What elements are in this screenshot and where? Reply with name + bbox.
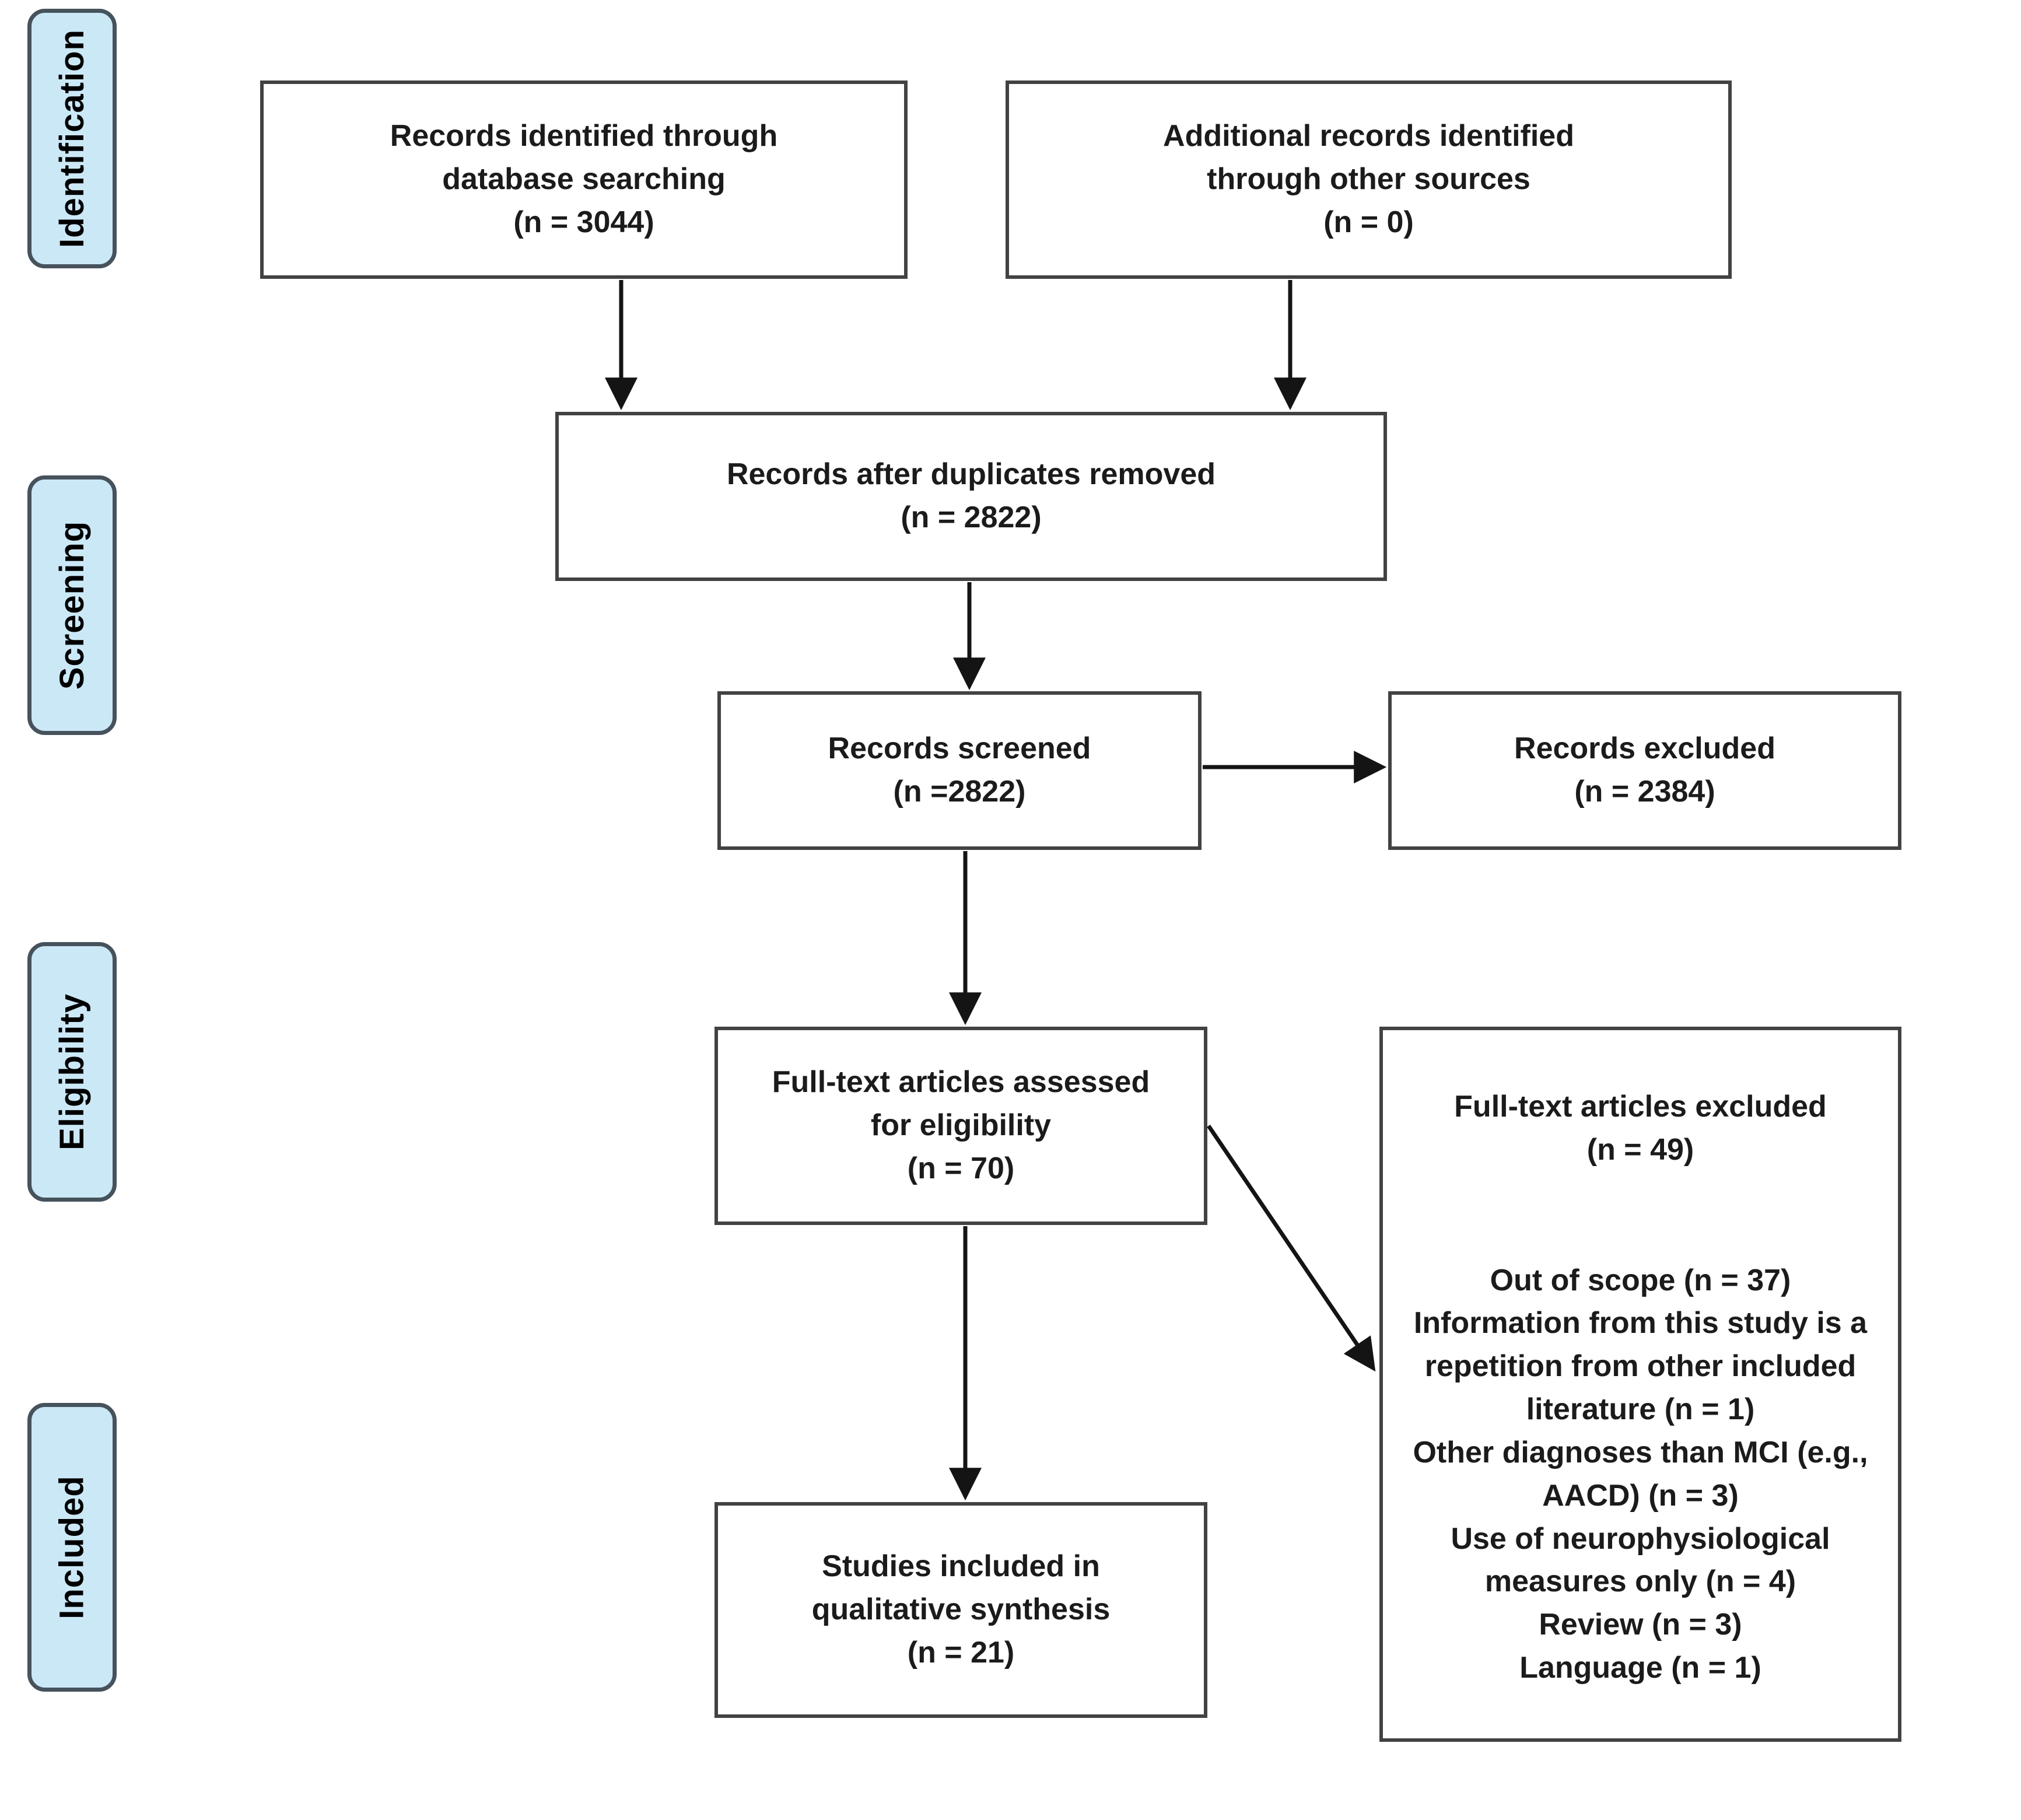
box-after-duplicates: Records after duplicates removed (n = 28… — [555, 412, 1387, 581]
box-studies-included-line2: qualitative synthesis — [811, 1592, 1111, 1627]
box-studies-included-line1: Studies included in — [822, 1549, 1100, 1584]
stage-included: Included — [27, 1403, 117, 1692]
box-additional-records-count: (n = 0) — [1323, 205, 1414, 239]
box-records-screened: Records screened (n =2822) — [717, 691, 1202, 850]
box-records-identified-line1: Records identified through — [390, 119, 778, 153]
box-studies-included-count: (n = 21) — [907, 1635, 1015, 1670]
box-after-duplicates-count: (n = 2822) — [901, 501, 1042, 534]
exclusion-reason: Review (n = 3) — [1539, 1608, 1742, 1642]
box-additional-records: Additional records identified through ot… — [1006, 80, 1732, 279]
box-after-duplicates-line1: Records after duplicates removed — [726, 457, 1216, 492]
arrow-fulltext-to-excluded — [1207, 1125, 1376, 1372]
box-additional-records-line2: through other sources — [1207, 162, 1530, 197]
box-fulltext-assessed-count: (n = 70) — [907, 1151, 1015, 1185]
box-studies-included: Studies included in qualitative synthesi… — [714, 1502, 1207, 1718]
box-records-identified-line2: database searching — [442, 162, 726, 197]
box-fulltext-excluded: Full-text articles excluded (n = 49) Out… — [1379, 1027, 1901, 1742]
box-records-excluded-line1: Records excluded — [1514, 732, 1775, 766]
box-records-screened-count: (n =2822) — [893, 775, 1026, 808]
box-additional-records-line1: Additional records identified — [1163, 119, 1574, 153]
stage-identification: Identification — [27, 9, 117, 268]
box-records-identified-count: (n = 3044) — [513, 205, 654, 239]
exclusion-reason: Other diagnoses than MCI (e.g., AACD) (n… — [1413, 1435, 1868, 1513]
box-fulltext-excluded-count: (n = 49) — [1586, 1132, 1694, 1167]
box-records-identified: Records identified through database sear… — [260, 80, 908, 279]
box-fulltext-assessed-line1: Full-text articles assessed — [772, 1065, 1150, 1100]
stage-screening: Screening — [27, 475, 117, 735]
exclusion-reason: Information from this study is a repetit… — [1413, 1306, 1868, 1427]
box-records-excluded: Records excluded (n = 2384) — [1388, 691, 1901, 850]
exclusion-reason: Out of scope (n = 37) — [1490, 1263, 1791, 1297]
box-fulltext-excluded-title: Full-text articles excluded — [1454, 1090, 1827, 1124]
exclusion-reasons-list: Out of scope (n = 37) Information from t… — [1398, 1259, 1883, 1690]
exclusion-reason: Language (n = 1) — [1519, 1651, 1761, 1685]
box-records-excluded-count: (n = 2384) — [1574, 775, 1715, 808]
box-fulltext-assessed: Full-text articles assessed for eligibil… — [714, 1027, 1207, 1225]
box-records-screened-line1: Records screened — [828, 732, 1091, 766]
exclusion-reason: Use of neurophysiological measures only … — [1451, 1521, 1830, 1599]
box-fulltext-assessed-line2: for eligibility — [870, 1108, 1052, 1143]
stage-eligibility: Eligibility — [27, 942, 117, 1202]
